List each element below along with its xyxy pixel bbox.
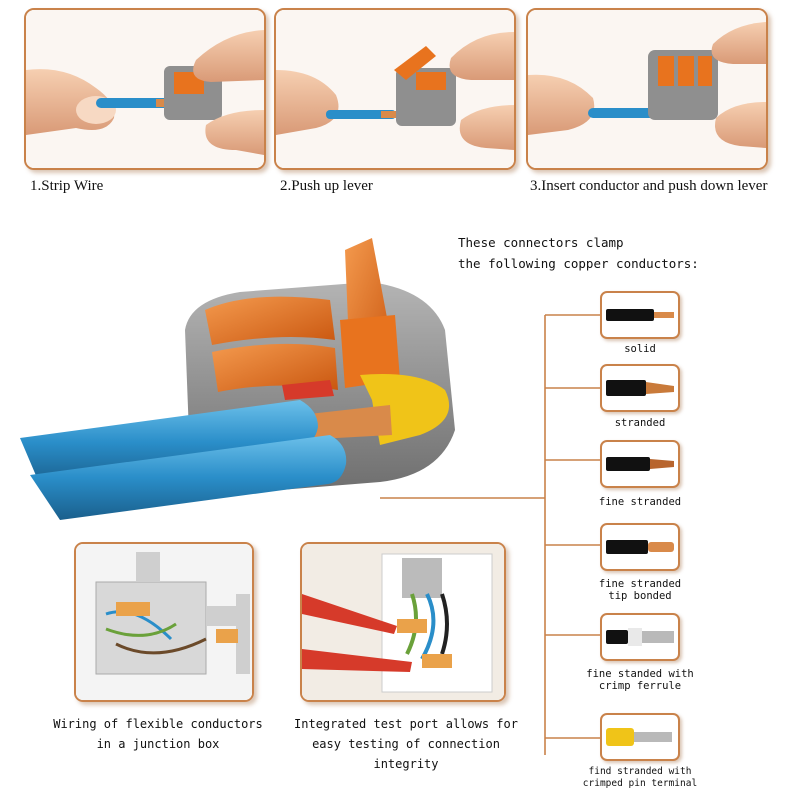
junction-box-photo [74,542,254,702]
connector-cutaway-illustration [20,238,455,520]
step-2-photo [274,8,516,170]
conductor-fine-stranded-label: fine stranded [598,496,682,508]
test-port-photo [300,542,506,702]
conductor-stranded-label: stranded [614,417,666,429]
intro-line-1: These connectors clamp [458,235,624,250]
conductor-pin-terminal-label: find stranded with crimped pin terminal [582,766,698,789]
test-port-caption: Integrated test port allows for easy tes… [294,717,518,771]
conductor-solid-image [600,291,680,339]
conductor-solid-label: solid [624,343,656,355]
conductor-fine-stranded-image [600,440,680,488]
conductor-crimp-ferrule-image [600,613,680,661]
step-1-photo [24,8,266,170]
step-1-caption: 1.Strip Wire [30,178,104,194]
step-2-caption: 2.Push up lever [280,178,373,194]
conductor-stranded-image [600,364,680,412]
intro-line-2: the following copper conductors: [458,256,699,271]
conductor-tip-bonded-label: fine stranded tip bonded [598,578,682,602]
conductor-tip-bonded-image [600,523,680,571]
step-3-photo [526,8,768,170]
conductors-intro: These connectors clamp the following cop… [458,232,699,274]
conductor-pin-terminal-image [600,713,680,761]
conductor-bracket-lines [380,314,602,755]
junction-box-caption: Wiring of flexible conductors in a junct… [53,717,263,751]
step-3-caption: 3.Insert conductor and push down lever [530,178,768,194]
conductor-crimp-ferrule-label: fine standed with crimp ferrule [586,668,694,692]
